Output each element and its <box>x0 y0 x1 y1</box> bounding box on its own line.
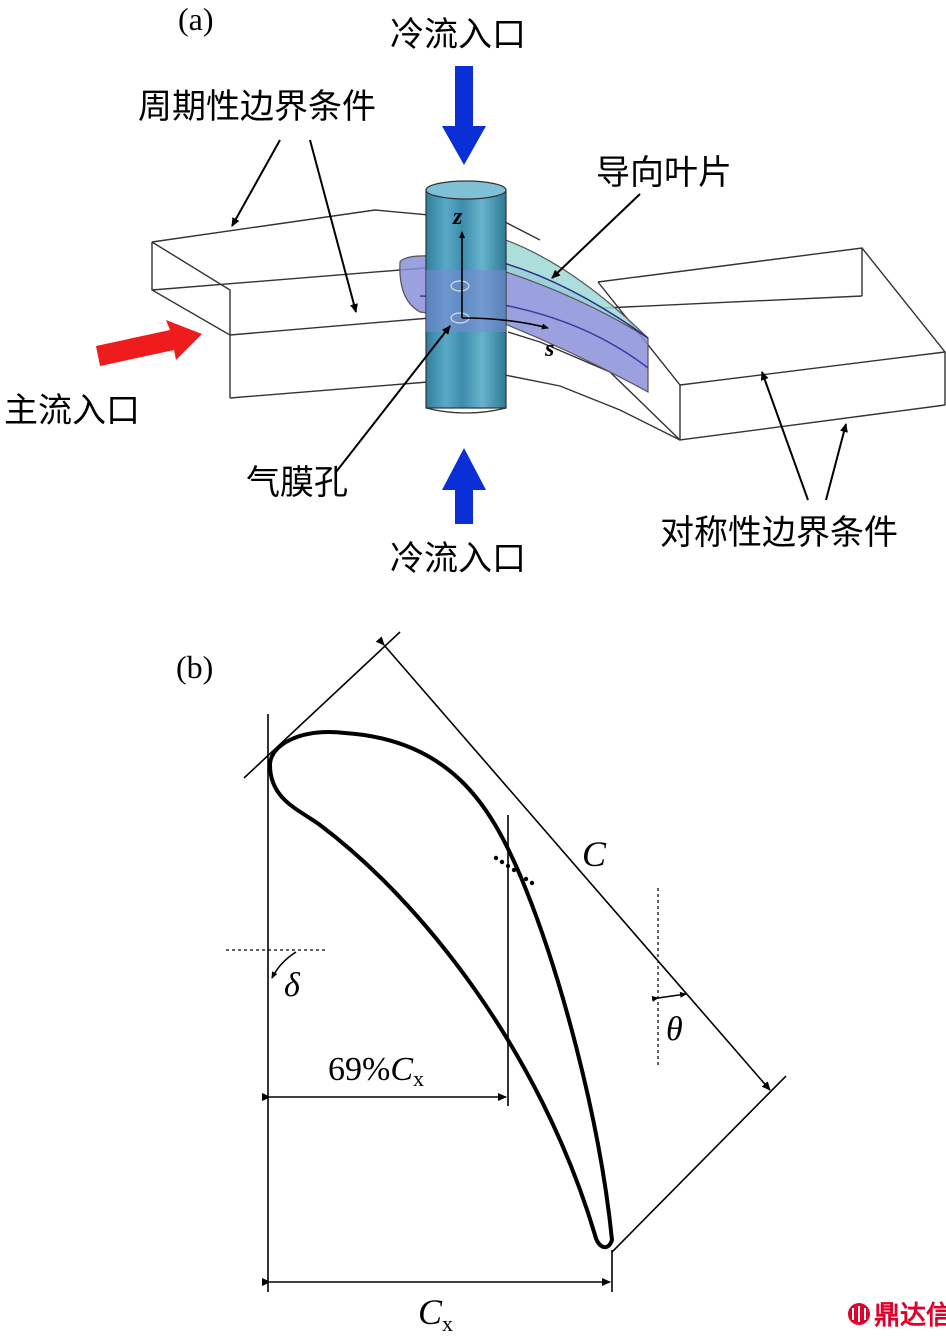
frac-cx-label: 69%Cx <box>328 1051 424 1091</box>
periodic-bc-label: 周期性边界条件 <box>138 87 376 127</box>
panel-a: (a) <box>4 1 946 579</box>
axial-chord-label: Cx <box>418 1292 453 1335</box>
cool-arrow-top-icon <box>442 66 486 165</box>
symmetric-bc-label: 对称性边界条件 <box>660 513 898 553</box>
cool-inlet-top-label: 冷流入口 <box>390 15 526 55</box>
guide-vane-label: 导向叶片 <box>596 153 732 193</box>
theta-label: θ <box>666 1011 683 1048</box>
panel-a-label: (a) <box>178 1 214 37</box>
delta-label: δ <box>284 967 301 1004</box>
axial-chord-var: C <box>418 1292 443 1332</box>
main-inlet-label: 主流入口 <box>4 391 140 431</box>
film-hole-label: 气膜孔 <box>246 463 348 503</box>
axis-z-label: z <box>452 204 463 230</box>
dingdaxin-logo-icon <box>848 1303 870 1325</box>
watermark-text: 鼎达信 <box>874 1301 946 1331</box>
axial-chord-sub: x <box>442 1311 453 1335</box>
cool-arrow-bottom-icon <box>442 448 486 524</box>
leader-lines <box>231 139 848 501</box>
frac-cx-percent: 69% <box>328 1051 390 1088</box>
panel-b-label: (b) <box>176 649 213 685</box>
main-inlet-arrow-icon <box>96 320 202 366</box>
chord-label: C <box>582 834 607 874</box>
watermark: 鼎达信 <box>848 1301 946 1331</box>
frac-cx-var: C <box>390 1051 413 1088</box>
local-axes: z s <box>452 204 554 362</box>
axis-s-label: s <box>544 336 554 362</box>
right-passage-box <box>504 247 946 441</box>
airfoil-profile <box>267 730 615 1250</box>
film-hole-cylinder <box>425 180 507 414</box>
frac-cx-sub: x <box>413 1066 424 1091</box>
cool-inlet-bottom-label: 冷流入口 <box>390 539 526 579</box>
panel-b: (b) C δ θ 69%Cx <box>176 631 787 1336</box>
